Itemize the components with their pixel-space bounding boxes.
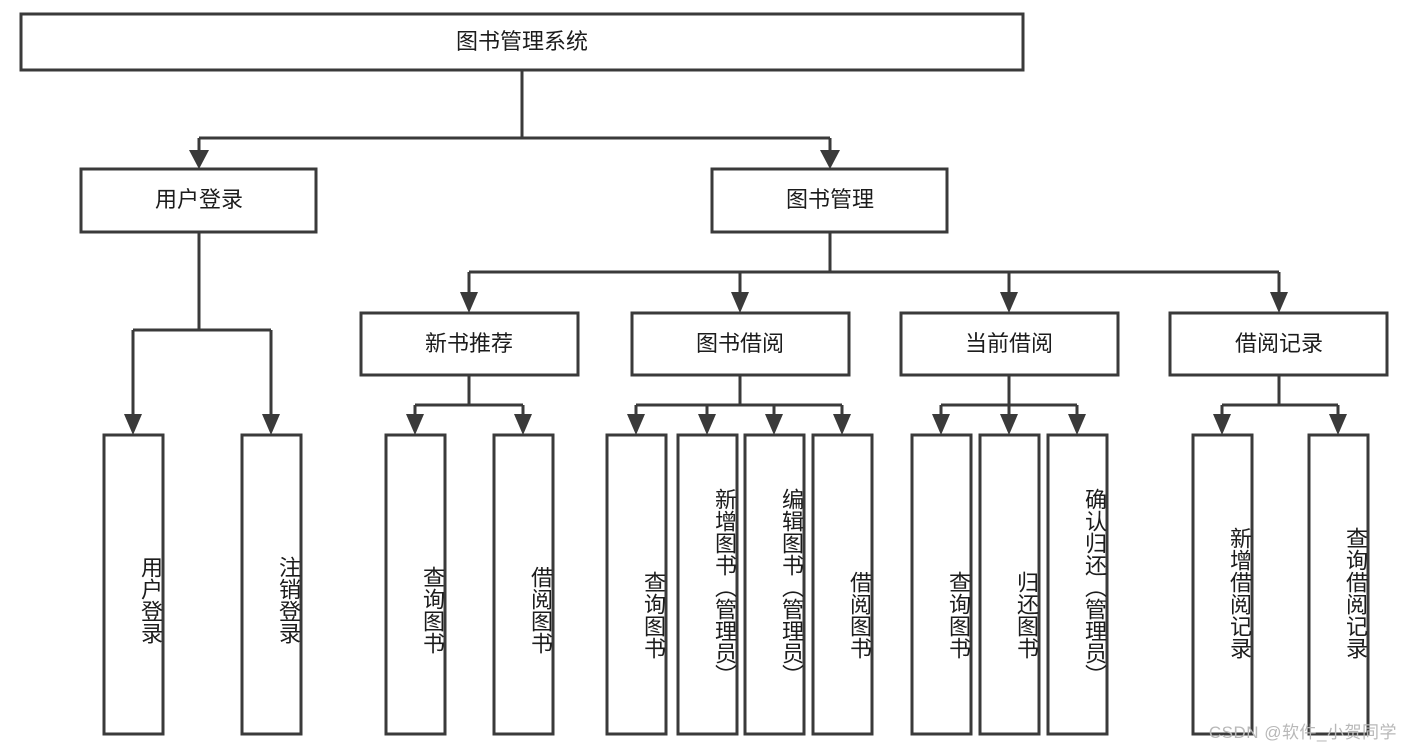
arrow-leaf-query-book-2-icon [627,414,645,435]
arrow-leaf-add-book-icon [698,414,716,435]
arrow-leaf-confirm-return-icon [1068,414,1086,435]
node-leaf-query-record-box[interactable] [1307,433,1370,736]
arrow-leaf-query-record-icon [1329,414,1347,435]
arrow-leaf-borrow-book-1-icon [514,414,532,435]
node-leaf-add-book-box[interactable] [676,433,739,736]
node-leaf-return-book-box[interactable] [978,433,1041,736]
node-leaf-logout-login-box[interactable] [240,433,303,736]
arrow-to-current-borrow-icon [1000,292,1018,313]
arrow-to-book-manage-icon [820,150,840,169]
node-leaf-query-book-2-box[interactable] [605,433,668,736]
arrow-leaf-return-book-icon [1000,414,1018,435]
node-user-login-label: 用户登录 [155,187,243,212]
arrow-to-borrow-record-icon [1270,292,1288,313]
node-book-borrow-label: 图书借阅 [696,331,784,356]
node-borrow-record-box[interactable] [1168,311,1389,377]
leaf-box-group [102,433,1370,736]
arrow-leaf-logout-login-icon [262,414,280,435]
node-root-label: 图书管理系统 [456,29,588,54]
node-user-login-box[interactable] [79,167,318,234]
arrow-leaf-user-login-icon [124,414,142,435]
node-current-borrow-box[interactable] [899,311,1120,377]
arrow-to-new-book-icon [460,292,478,313]
node-leaf-query-book-1-box[interactable] [384,433,447,736]
arrow-leaf-add-record-icon [1213,414,1231,435]
node-leaf-edit-book-box[interactable] [743,433,806,736]
node-book-manage[interactable]: 图书管理 [710,167,949,234]
connector-group [124,70,1347,435]
node-leaf-confirm-return-box[interactable] [1046,433,1109,736]
arrow-leaf-query-book-3-icon [932,414,950,435]
arrow-leaf-query-book-1-icon [406,414,424,435]
node-new-book-recommend-label: 新书推荐 [425,331,513,356]
node-book-borrow[interactable]: 图书借阅 [630,311,851,377]
watermark-label: CSDN @软件_小贺同学 [1208,723,1397,742]
node-current-borrow-label: 当前借阅 [965,331,1053,356]
node-leaf-query-book-3-box[interactable] [910,433,973,736]
node-current-borrow[interactable]: 当前借阅 [899,311,1120,377]
node-book-borrow-box[interactable] [630,311,851,377]
node-user-login[interactable]: 用户登录 [79,167,318,234]
arrow-to-user-login-icon [189,150,209,169]
arrow-leaf-edit-book-icon [765,414,783,435]
node-borrow-record[interactable]: 借阅记录 [1168,311,1389,377]
node-leaf-add-record-box[interactable] [1191,433,1254,736]
node-root[interactable]: 图书管理系统 [19,12,1025,72]
node-book-manage-box[interactable] [710,167,949,234]
node-leaf-borrow-book-2-box[interactable] [811,433,874,736]
node-new-book-recommend[interactable]: 新书推荐 [359,311,580,377]
node-new-book-recommend-box[interactable] [359,311,580,377]
node-book-manage-label: 图书管理 [786,187,874,212]
arrow-leaf-borrow-book-2-icon [833,414,851,435]
node-leaf-borrow-book-1-box[interactable] [492,433,555,736]
arrow-to-book-borrow-icon [731,292,749,313]
node-borrow-record-label: 借阅记录 [1235,331,1323,356]
node-root-box[interactable] [19,12,1025,72]
node-leaf-user-login-box[interactable] [102,433,165,736]
